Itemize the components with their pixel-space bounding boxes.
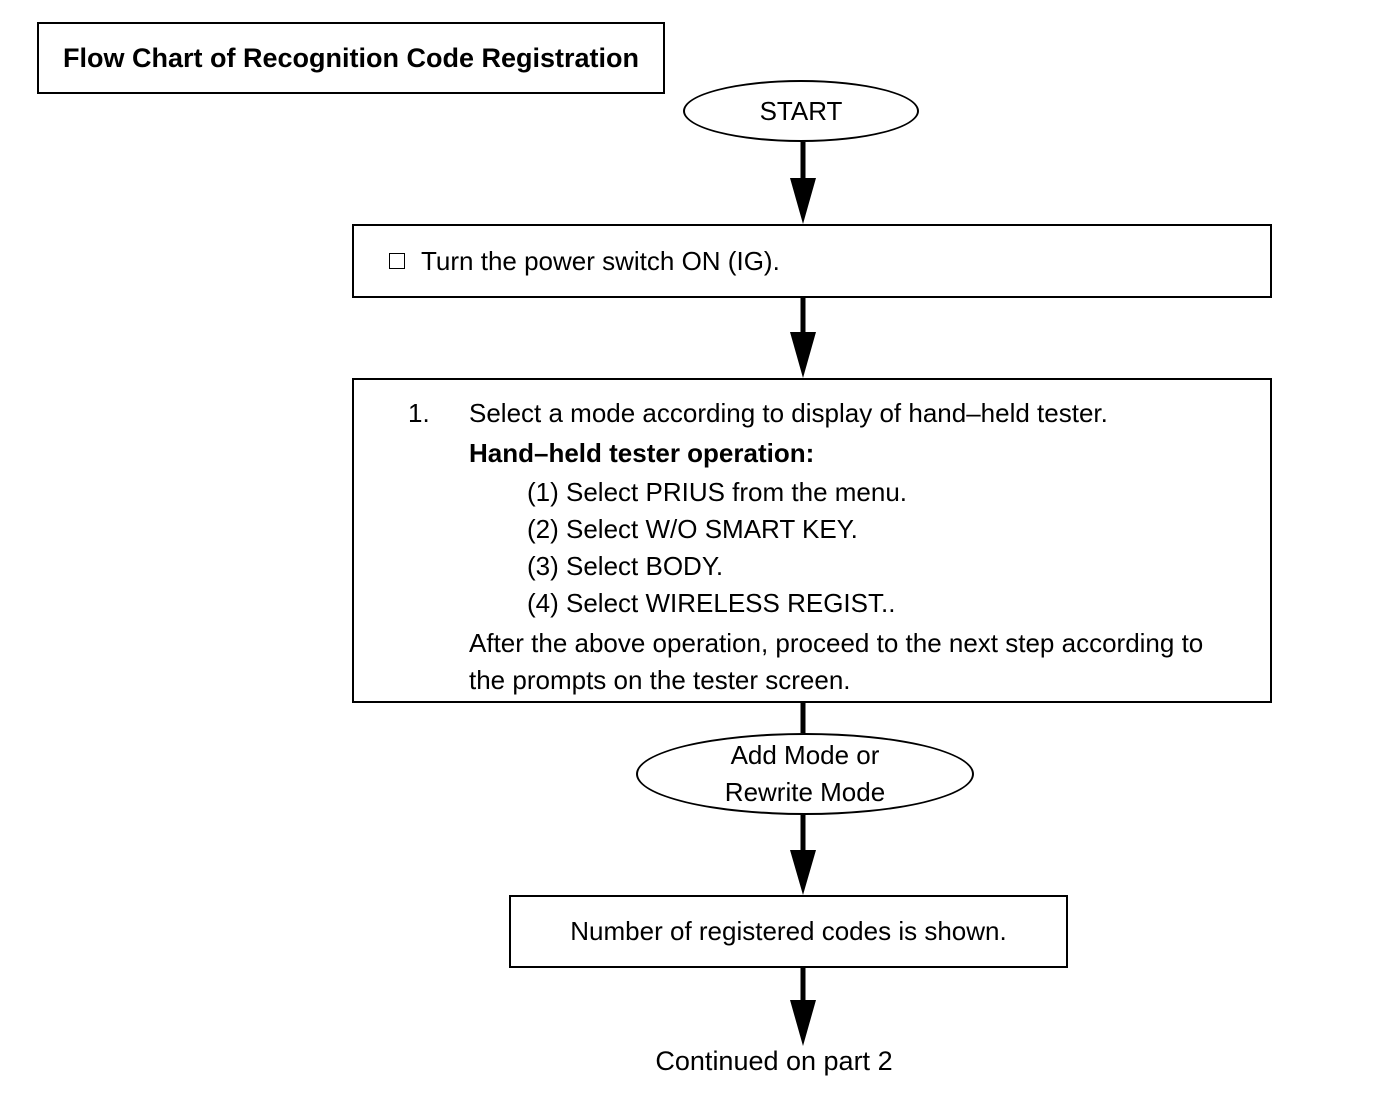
substep-item: (3) Select BODY.: [527, 551, 724, 581]
arrowhead-codes-to-continued: [790, 1000, 816, 1046]
arrowhead-power-to-select: [790, 332, 816, 378]
arrowhead-start-to-power: [790, 178, 816, 224]
chart-title: Flow Chart of Recognition Code Registrat…: [37, 22, 665, 94]
step-registered-codes: Number of registered codes is shown.: [509, 895, 1068, 968]
substep-item: (2) Select W/O SMART KEY.: [527, 514, 858, 544]
step-codes-text: Number of registered codes is shown.: [570, 916, 1007, 946]
after-operation-line-1: After the above operation, proceed to th…: [469, 628, 1204, 658]
step-number: 1.: [408, 398, 430, 428]
arrowhead-mode-to-codes: [790, 850, 816, 895]
step-select-mode: 1. Select a mode according to display of…: [352, 378, 1272, 703]
after-operation-line-2: the prompts on the tester screen.: [469, 665, 851, 695]
checkbox-icon: [389, 253, 405, 269]
step-power-switch: Turn the power switch ON (IG).: [352, 224, 1272, 298]
step-power-text: Turn the power switch ON (IG).: [421, 245, 780, 276]
substep-item: (1) Select PRIUS from the menu.: [527, 477, 908, 507]
start-terminal: START: [683, 80, 919, 142]
start-label: START: [759, 95, 843, 126]
continued-note: Continued on part 2: [0, 1046, 1392, 1077]
mode-line-2: Rewrite Mode: [724, 777, 886, 807]
operation-heading: Hand–held tester operation:: [469, 438, 815, 468]
mode-decision: Add Mode or Rewrite Mode: [636, 733, 974, 815]
step-instruction: Select a mode according to display of ha…: [469, 398, 1108, 428]
chart-title-text: Flow Chart of Recognition Code Registrat…: [63, 42, 639, 73]
mode-line-1: Add Mode or: [730, 740, 880, 770]
substep-item: (4) Select WIRELESS REGIST..: [527, 588, 896, 618]
continued-text: Continued on part 2: [655, 1046, 893, 1076]
